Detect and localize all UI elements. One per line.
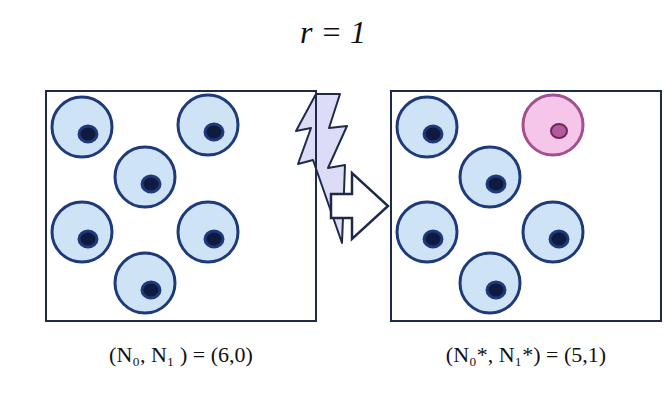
cell-population-box: (N₀*, N₁*) = (5,1) (390, 90, 662, 322)
lightning-bolt (296, 94, 347, 243)
cell-population-box: (N₀, N₁ ) = (6,0) (45, 90, 317, 322)
state-caption: (N₀, N₁ ) = (6,0) (109, 342, 253, 368)
title: r = 1 (300, 14, 366, 50)
state-caption: (N₀*, N₁*) = (5,1) (446, 342, 606, 368)
cells-before (52, 95, 238, 313)
title-frame: r = 1 (0, 14, 666, 51)
cells-after (397, 95, 583, 313)
block-arrow (331, 173, 388, 239)
